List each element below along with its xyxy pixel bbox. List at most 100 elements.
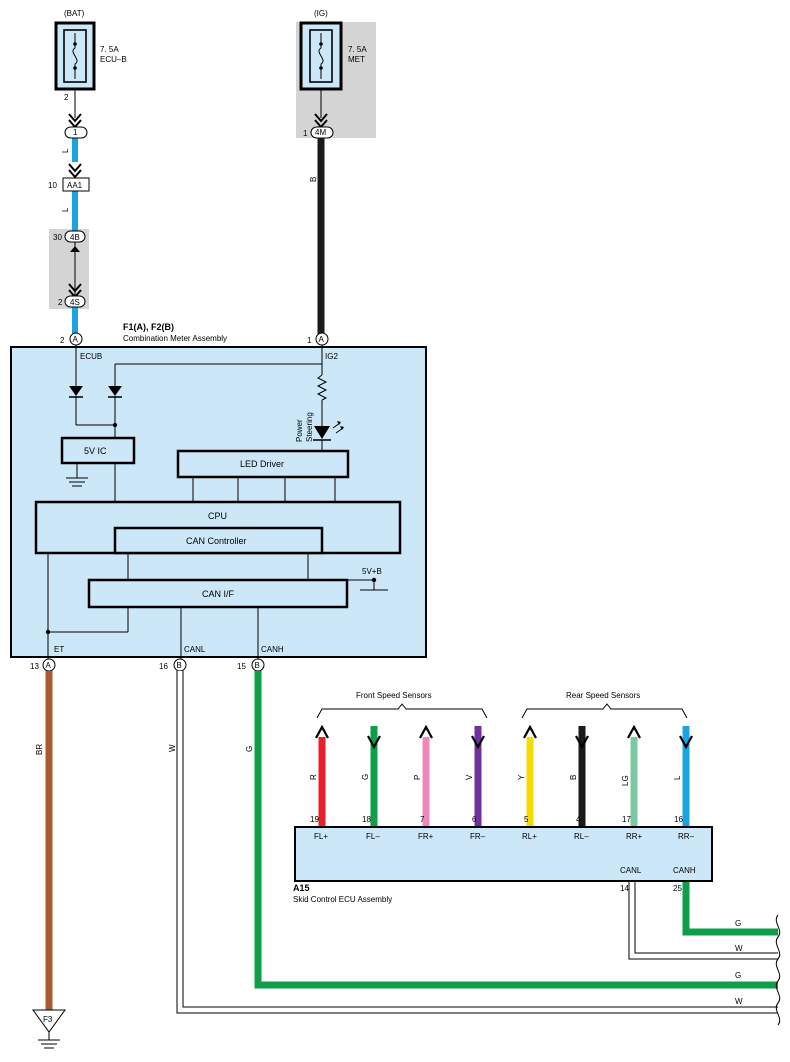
arrow-down-icon — [471, 735, 485, 750]
arrow-up-icon — [523, 724, 537, 739]
arrow-down-icon — [679, 735, 693, 750]
bus-g2-label: G — [735, 971, 741, 980]
meter-internal-wiring — [47, 345, 388, 660]
arrow-down-icon — [367, 735, 381, 750]
arrow-up-icon — [419, 724, 433, 739]
skid-pin-name: RL+ — [522, 832, 537, 841]
led-icon — [313, 421, 344, 441]
sensor-wire-frminus: V6 — [465, 726, 485, 826]
fuse-ecu-b-name: ECU–B — [100, 55, 127, 64]
pin-canh-num: 15 — [237, 662, 246, 671]
sensor-wire-color-label: Y — [517, 774, 526, 780]
sensor-wire-flminus: G 18 — [361, 726, 381, 826]
sensor-pin-number: 17 — [622, 815, 631, 824]
connector-1-label: 1 — [73, 128, 78, 137]
can-controller-label: CAN Controller — [186, 536, 247, 546]
junction-shade — [49, 229, 89, 309]
sensor-wire-frplus: P7 — [413, 724, 433, 826]
sensor-pin-number: 6 — [472, 815, 477, 824]
c4m-label: 4M — [315, 128, 326, 137]
rear-sensors-brace — [521, 703, 688, 719]
meter-name: Combination Meter Assembly — [123, 334, 227, 343]
diode-icon — [69, 386, 83, 398]
pin-et-num: 13 — [30, 662, 39, 671]
skid-pin-name: RR+ — [626, 832, 643, 841]
wire-w-canl — [176, 671, 778, 1014]
ig2-label: IG2 — [325, 352, 338, 361]
canl-label: CANL — [184, 645, 206, 654]
sensor-wire-color-label: G — [361, 774, 370, 780]
power-steering-label-1: Power — [295, 419, 304, 442]
skid-pin-name: FL– — [366, 832, 380, 841]
wire-l-label: L — [61, 148, 70, 153]
junction-dot — [45, 629, 51, 635]
ic-5v-label: 5V IC — [84, 446, 107, 456]
skid-canl-pin: 14 — [620, 884, 629, 893]
ground-f3-label: F3 — [43, 1015, 53, 1024]
skid-canh-pin: 25 — [673, 884, 682, 893]
ig-source-label: (IG) — [314, 9, 328, 18]
bus-g1-label: G — [735, 919, 741, 928]
pin-ig2-letter: A — [319, 335, 325, 344]
connector-chevron-icon — [70, 246, 80, 252]
junction-dot — [371, 577, 377, 583]
pin-et-letter: A — [46, 661, 52, 670]
can-if-box — [87, 578, 349, 609]
front-sensors-brace — [316, 703, 488, 719]
fuse-met — [299, 21, 343, 91]
sensor-wire-color-label: LG — [621, 775, 630, 786]
led-driver-label: LED Driver — [240, 459, 284, 469]
sensor-pin-number: 18 — [362, 815, 371, 824]
power-steering-label-2: Steering — [305, 412, 314, 442]
sensor-wire-rrminus: L 16 — [673, 726, 693, 826]
ic-5v-box — [60, 436, 136, 465]
c4m-pin: 1 — [303, 129, 308, 138]
skid-ecu-name: Skid Control ECU Assembly — [293, 895, 392, 904]
fuse-met-name: MET — [348, 55, 365, 64]
c4s-label: 4S — [70, 298, 80, 307]
fuse-icon — [72, 33, 78, 79]
sensor-wire-flplus: R19 — [309, 724, 329, 826]
skid-ecu-pins: FL+FL–FR+FR–RL+RL–RR+RR– — [314, 832, 695, 841]
fuse-icon — [318, 33, 324, 79]
sensor-wire-rlplus: Y5 — [517, 724, 537, 826]
fuse-ecu-b-rating: 7. 5A — [100, 45, 119, 54]
wire-l-label: L — [61, 207, 70, 212]
front-sensors-label: Front Speed Sensors — [356, 691, 432, 700]
connector-4s — [64, 295, 86, 308]
sensor-pin-number: 16 — [674, 815, 683, 824]
bat-source-label: (BAT) — [64, 9, 85, 18]
c4b-pin: 30 — [53, 233, 62, 242]
arrow-down-icon — [575, 735, 589, 750]
connector-chevron-icon — [68, 163, 82, 179]
sensor-wire-color-label: L — [673, 775, 682, 780]
skid-pin-name: RL– — [574, 832, 589, 841]
aa1-label: AA1 — [67, 181, 83, 190]
skid-pin-name: RR– — [678, 832, 695, 841]
fuse-met-rating: 7. 5A — [348, 45, 367, 54]
pin-ecub-letter: A — [73, 335, 79, 344]
can-if-label: CAN I/F — [202, 589, 235, 599]
can-controller-box — [113, 526, 324, 555]
ground-icon — [38, 1032, 60, 1049]
ground-icon — [66, 477, 88, 487]
pin-ig2-num: 1 — [307, 336, 312, 345]
skid-ecu-box — [294, 826, 713, 882]
sensor-pin-number: 7 — [420, 815, 425, 824]
skid-canl-label: CANL — [620, 866, 642, 875]
c4s-pin: 2 — [58, 298, 63, 307]
bus-w2-label: W — [735, 997, 743, 1006]
rear-sensors-label: Rear Speed Sensors — [566, 691, 640, 700]
wire-g-label: G — [245, 746, 254, 752]
wire-w-label: W — [168, 744, 177, 752]
fuse-ecu-b-pin: 2 — [64, 93, 69, 102]
sensor-pin-number: 19 — [310, 815, 319, 824]
resistor-icon — [316, 374, 328, 401]
et-label: ET — [54, 645, 64, 654]
connector-1 — [64, 126, 88, 139]
aa1-pin: 10 — [48, 181, 57, 190]
break-line — [775, 914, 781, 1026]
skid-pin-name: FR+ — [418, 832, 434, 841]
skid-ecu-ref: A15 — [293, 883, 310, 893]
